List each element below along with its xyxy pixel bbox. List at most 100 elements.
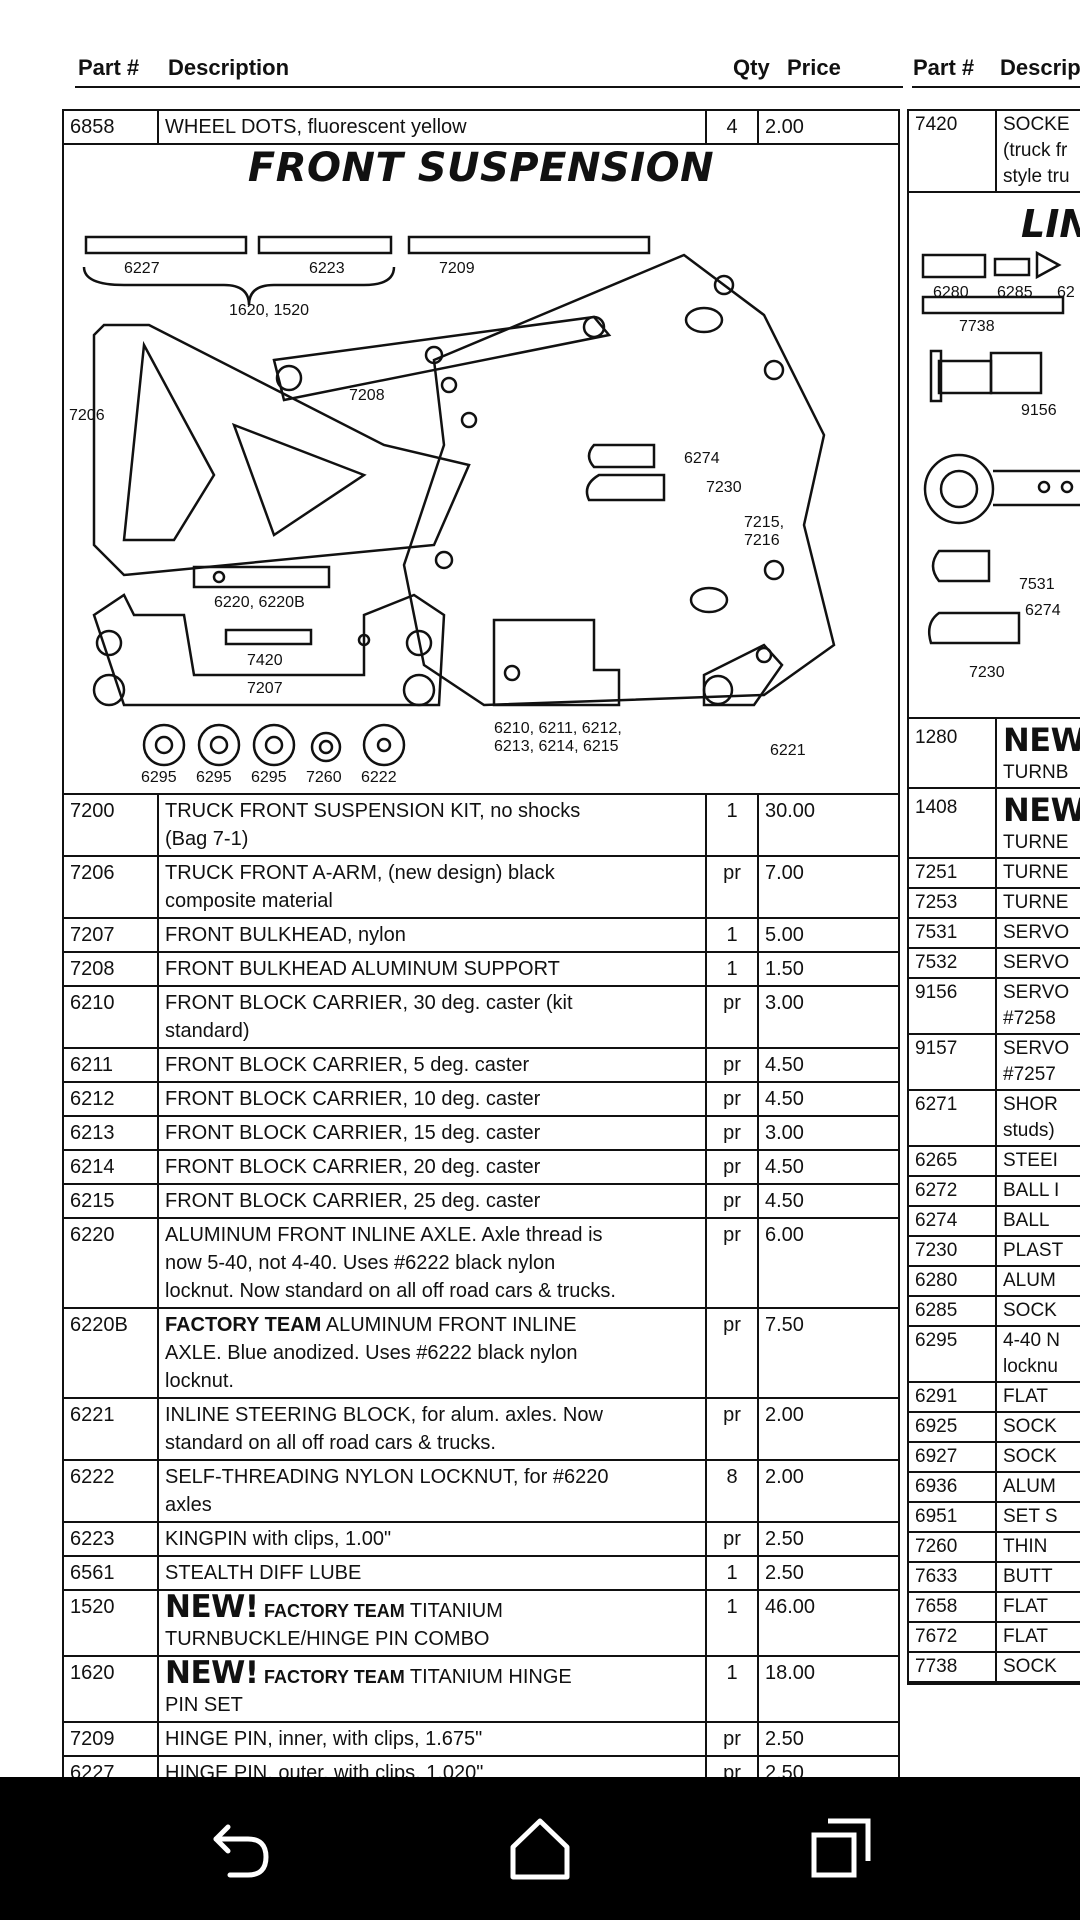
- description-line: PLAST: [1003, 1240, 1064, 1261]
- part-description: BALL I: [997, 1177, 1080, 1205]
- part-number: 6927: [909, 1443, 997, 1471]
- description-line: standard on all off road cars & trucks.: [165, 1432, 496, 1454]
- parts-table-right: 7420 SOCKE (truck fr style tru LIN: [907, 109, 1080, 1685]
- description-line: (Bag 7-1): [165, 828, 249, 850]
- description-line: ALUMINUM FRONT INLINE AXLE. Axle thread …: [165, 1224, 603, 1246]
- description-line: TRUCK FRONT A-ARM, (new design) black: [165, 862, 555, 884]
- part-number: 6227: [64, 1757, 159, 1777]
- part-number: 6274: [909, 1207, 997, 1235]
- header-right-part: Part #: [913, 55, 975, 80]
- description-line: AXLE. Blue anodized. Uses #6222 black ny…: [165, 1342, 578, 1364]
- recents-button[interactable]: [806, 1813, 876, 1883]
- description-line: FLAT: [1003, 1386, 1049, 1407]
- header-qty: Qty: [733, 55, 770, 80]
- part-qty: pr: [707, 1757, 759, 1777]
- part-price: 3.00: [765, 1122, 804, 1144]
- part-number: 7633: [909, 1563, 997, 1591]
- part-qty: pr: [707, 987, 759, 1047]
- part-number: 7206: [64, 857, 159, 917]
- description-line: studs): [1003, 1120, 1055, 1141]
- diagram-label: 6220, 6220B: [214, 594, 305, 611]
- diagram-label: 7230: [706, 479, 742, 496]
- description-line: SERVO: [1003, 922, 1070, 943]
- part-number: 6215: [64, 1185, 159, 1217]
- part-number: 6280: [909, 1267, 997, 1295]
- description-line: THIN: [1003, 1536, 1048, 1557]
- part-number: 1520: [64, 1591, 159, 1655]
- part-description: STEALTH DIFF LUBE: [159, 1557, 707, 1589]
- part-qty: 1: [707, 1557, 759, 1589]
- table-row: 6858 WHEEL DOTS, fluorescent yellow 4 2.…: [64, 111, 898, 145]
- part-description: FRONT BLOCK CARRIER, 30 deg. caster (kit…: [159, 987, 707, 1047]
- part-price: 4.50: [765, 1054, 804, 1076]
- part-qty: pr: [707, 857, 759, 917]
- new-badge: NEW: [1003, 721, 1080, 759]
- description-line: #7258: [1003, 1008, 1056, 1029]
- part-qty: 1: [707, 1591, 759, 1655]
- part-qty: pr: [707, 1523, 759, 1555]
- part-description: ALUMINUM FRONT INLINE AXLE. Axle thread …: [159, 1219, 707, 1307]
- part-description: FRONT BULKHEAD ALUMINUM SUPPORT: [159, 953, 707, 985]
- home-button[interactable]: [505, 1813, 575, 1883]
- part-description: PLAST: [997, 1237, 1080, 1265]
- description-line: FRONT BLOCK CARRIER, 20 deg. caster: [165, 1156, 541, 1178]
- diagram-label: 7216: [744, 532, 780, 549]
- header-part: Part #: [78, 55, 140, 80]
- part-qty: 1: [707, 1657, 759, 1721]
- part-description: ALUM: [997, 1267, 1080, 1295]
- screw-shape: [224, 628, 313, 646]
- part-number: 6271: [909, 1091, 997, 1145]
- diagram-label: 6295: [251, 769, 287, 786]
- part-description: FRONT BLOCK CARRIER, 25 deg. caster: [159, 1185, 707, 1217]
- part-description: BALL: [997, 1207, 1080, 1235]
- part-description: SOCKE (truck fr style tru: [1003, 114, 1070, 187]
- brand-label: FACTORY TEAM: [264, 1667, 405, 1687]
- part-qty: 1: [707, 919, 759, 951]
- part-qty: pr: [707, 1309, 759, 1397]
- header-rule-right: [912, 86, 1080, 88]
- part-description: TRUCK FRONT SUSPENSION KIT, no shocks(Ba…: [159, 795, 707, 855]
- part-description: SET S: [997, 1503, 1080, 1531]
- part-price: 5.00: [765, 924, 804, 946]
- parts-table-left: 6858 WHEEL DOTS, fluorescent yellow 4 2.…: [62, 109, 900, 1777]
- description-line: 4-40 N: [1003, 1330, 1061, 1351]
- part-qty: pr: [707, 1151, 759, 1183]
- back-button[interactable]: [206, 1813, 276, 1883]
- description-line: KINGPIN with clips, 1.00": [165, 1528, 392, 1550]
- part-price: 2.00: [765, 116, 804, 138]
- new-badge: NEW: [1003, 791, 1080, 829]
- part-number: 1620: [64, 1657, 159, 1721]
- catalog-page: Part # Description Qty Price Part # Desc…: [62, 55, 1080, 1777]
- description-line: ALUMINUM FRONT INLINE: [321, 1314, 577, 1336]
- navigation-bar: [0, 1777, 1080, 1920]
- table-row: 7230 PLAST: [909, 1237, 1080, 1267]
- description-line: composite material: [165, 890, 333, 912]
- part-price: 2.00: [765, 1404, 804, 1426]
- a-arm-shape: [92, 323, 471, 577]
- ball-stud-long-shape: [585, 473, 666, 502]
- part-price: 46.00: [765, 1596, 816, 1618]
- part-number: 7531: [909, 919, 997, 947]
- steering-block-shape: [702, 643, 784, 707]
- back-icon: [213, 1824, 269, 1878]
- diagram-label: 6295: [141, 769, 177, 786]
- part-number: 6222: [64, 1461, 159, 1521]
- brace-shape: [82, 266, 396, 306]
- part-description: FRONT BLOCK CARRIER, 10 deg. caster: [159, 1083, 707, 1115]
- part-number: 7230: [909, 1237, 997, 1265]
- part-qty: pr: [707, 1117, 759, 1149]
